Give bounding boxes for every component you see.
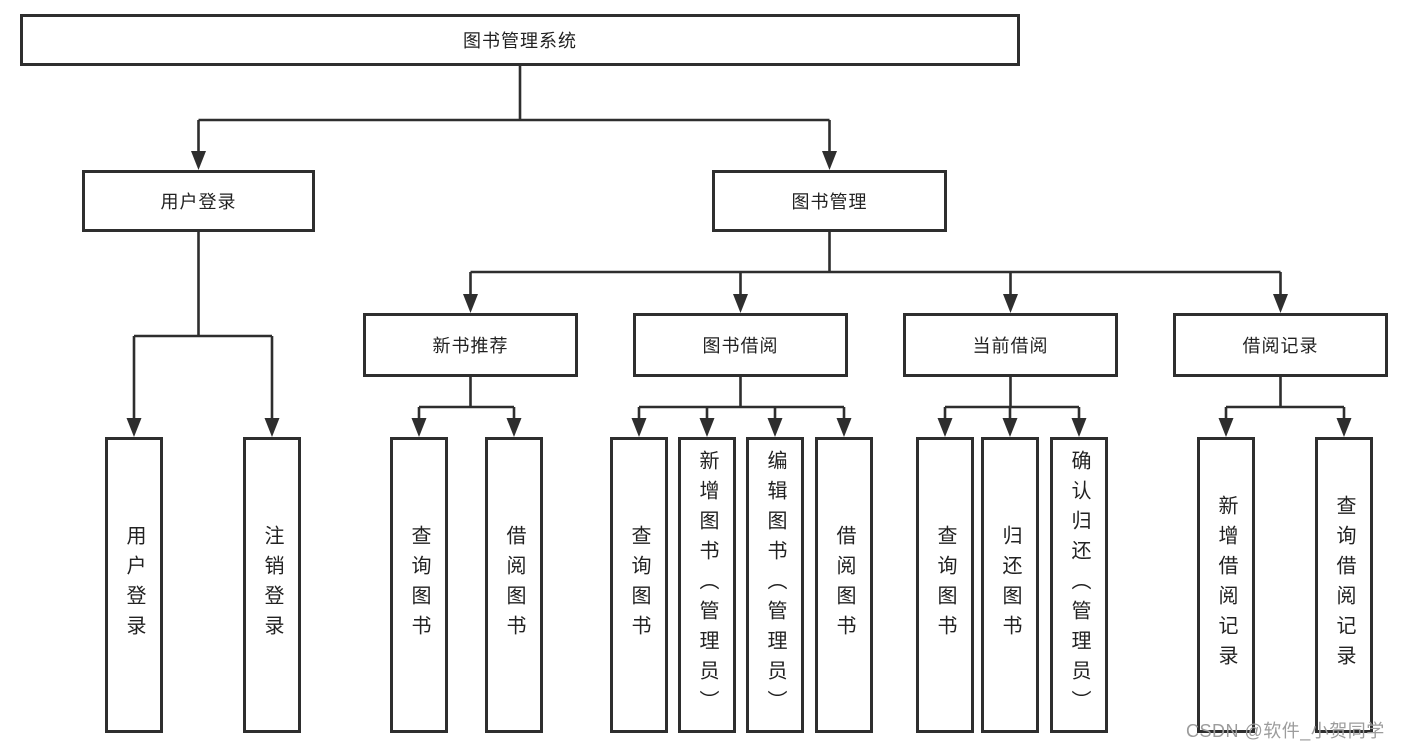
- edge-bookborrow-to-leaves: [637, 377, 846, 420]
- arrowhead-icon: [1336, 418, 1352, 437]
- arrowhead-icon: [1002, 418, 1018, 437]
- arrowhead-icon: [836, 418, 852, 437]
- edge-newbookrec-to-leaves: [417, 377, 516, 420]
- arrowhead-icon: [411, 418, 427, 437]
- arrowhead-icon: [506, 418, 522, 437]
- node-new-book-recommend: 新书推荐: [363, 313, 578, 377]
- arrowhead-icon: [191, 151, 206, 170]
- leaf-bor-add-book-admin-label: 新增图书（管理员）: [696, 450, 718, 720]
- arrowhead-icon: [1218, 418, 1234, 437]
- arrowhead-icon: [463, 294, 478, 313]
- node-book-management: 图书管理: [712, 170, 947, 232]
- leaf-cur-return-book: 归还图书: [981, 437, 1039, 733]
- csdn-watermark: CSDN @软件_小贺同学: [1186, 721, 1385, 741]
- edge-userlogin-to-leaves: [132, 232, 274, 420]
- arrowhead-icon: [937, 418, 953, 437]
- leaf-cur-confirm-return-admin: 确认归还（管理员）: [1050, 437, 1108, 733]
- leaf-bor-query-book-label: 查询图书: [628, 525, 650, 645]
- edge-root-to-level2: [197, 66, 831, 152]
- leaf-cur-query-book-label: 查询图书: [934, 525, 956, 645]
- arrowhead-icon: [264, 418, 280, 437]
- edge-borrowrecord-to-leaves: [1224, 377, 1346, 420]
- leaf-rcd-query-record: 查询借阅记录: [1315, 437, 1373, 733]
- leaf-rec-borrow-book: 借阅图书: [485, 437, 543, 733]
- arrowhead-icon: [1273, 294, 1288, 313]
- node-user-login: 用户登录: [82, 170, 315, 232]
- leaf-bor-borrow-book-label: 借阅图书: [833, 525, 855, 645]
- leaf-rcd-add-record-label: 新增借阅记录: [1215, 495, 1237, 675]
- arrowhead-icon: [822, 151, 837, 170]
- leaf-cur-return-book-label: 归还图书: [999, 525, 1021, 645]
- leaf-user-login-label: 用户登录: [123, 525, 145, 645]
- edge-currentborrow-to-leaves: [943, 377, 1081, 420]
- leaf-cur-confirm-return-admin-label: 确认归还（管理员）: [1068, 450, 1090, 720]
- leaf-logout: 注销登录: [243, 437, 301, 733]
- leaf-bor-edit-book-admin: 编辑图书（管理员）: [746, 437, 804, 733]
- leaf-logout-label: 注销登录: [261, 525, 283, 645]
- node-library-management-system: 图书管理系统: [20, 14, 1020, 66]
- leaf-rec-query-book-label: 查询图书: [408, 525, 430, 645]
- arrowhead-icon: [1003, 294, 1018, 313]
- leaf-cur-query-book: 查询图书: [916, 437, 974, 733]
- leaf-bor-add-book-admin: 新增图书（管理员）: [678, 437, 736, 733]
- node-current-borrowing: 当前借阅: [903, 313, 1118, 377]
- leaf-user-login: 用户登录: [105, 437, 163, 733]
- leaf-rec-query-book: 查询图书: [390, 437, 448, 733]
- arrowhead-icon: [631, 418, 647, 437]
- arrowhead-icon: [126, 418, 142, 437]
- arrowhead-icon: [733, 294, 748, 313]
- leaf-bor-query-book: 查询图书: [610, 437, 668, 733]
- arrowhead-icon: [699, 418, 715, 437]
- node-borrow-records: 借阅记录: [1173, 313, 1388, 377]
- leaf-bor-edit-book-admin-label: 编辑图书（管理员）: [764, 450, 786, 720]
- leaf-rec-borrow-book-label: 借阅图书: [503, 525, 525, 645]
- node-book-borrowing: 图书借阅: [633, 313, 848, 377]
- leaf-bor-borrow-book: 借阅图书: [815, 437, 873, 733]
- arrowhead-icon: [1071, 418, 1087, 437]
- arrowhead-icon: [767, 418, 783, 437]
- leaf-rcd-query-record-label: 查询借阅记录: [1333, 495, 1355, 675]
- leaf-rcd-add-record: 新增借阅记录: [1197, 437, 1255, 733]
- edge-bookmgmt-to-level3: [469, 232, 1282, 296]
